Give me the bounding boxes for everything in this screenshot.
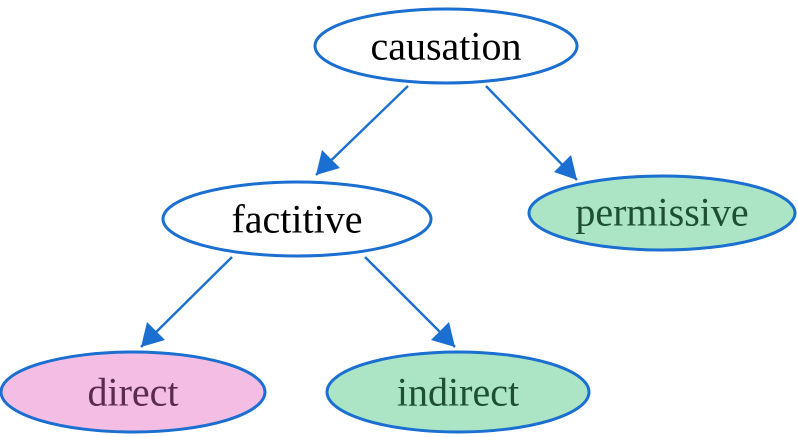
node-causation-label: causation <box>370 24 521 69</box>
node-factitive-shape <box>161 180 433 258</box>
edges <box>140 85 578 348</box>
node-indirect-label: indirect <box>397 370 519 415</box>
arrowhead-indirect <box>431 322 455 347</box>
node-indirect-shape <box>325 350 591 434</box>
node-causation: causation <box>313 7 579 85</box>
node-permissive-label: permissive <box>575 190 748 235</box>
node-permissive: permissive <box>527 174 797 252</box>
node-indirect: indirect <box>325 350 591 434</box>
node-direct-label: direct <box>87 370 178 415</box>
node-permissive-shape <box>527 174 797 252</box>
node-factitive: factitive <box>161 180 433 258</box>
arrowhead-factitive <box>316 150 340 175</box>
node-causation-shape <box>313 7 579 85</box>
node-factitive-label: factitive <box>231 197 362 242</box>
arrowhead-permissive <box>554 155 577 180</box>
node-direct-shape <box>0 350 267 434</box>
arrowhead-direct <box>141 322 165 347</box>
node-direct: direct <box>0 350 267 434</box>
